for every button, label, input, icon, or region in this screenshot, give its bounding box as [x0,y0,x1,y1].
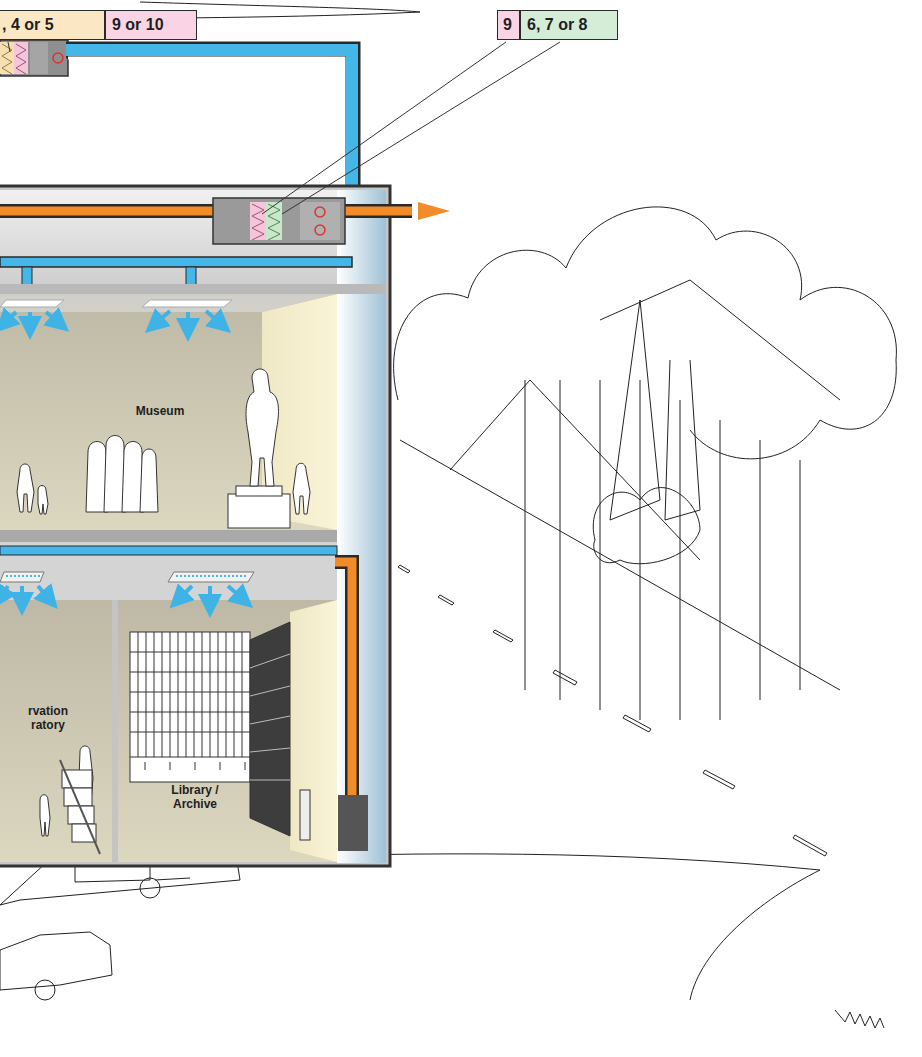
callout-box: 6, 7 or 8 [520,10,618,40]
room-label: Library / Archive [150,783,240,811]
room-area: Library / Archive [118,600,337,862]
callout-number: 6, 7 or 8 [527,15,587,35]
callout-number: , 4 or 5 [2,15,54,35]
room-label: rvation ratory [18,704,78,732]
room-area: rvation ratory [0,600,112,862]
callout-box: 9 or 10 [105,10,197,40]
room-label: Museum [115,404,205,418]
callout-box: , 4 or 5 [0,10,105,40]
room-area: Museum [0,294,337,530]
callout-number: 9 or 10 [112,15,164,35]
callout-box: 9 [497,10,520,40]
callout-number: 9 [503,15,512,35]
